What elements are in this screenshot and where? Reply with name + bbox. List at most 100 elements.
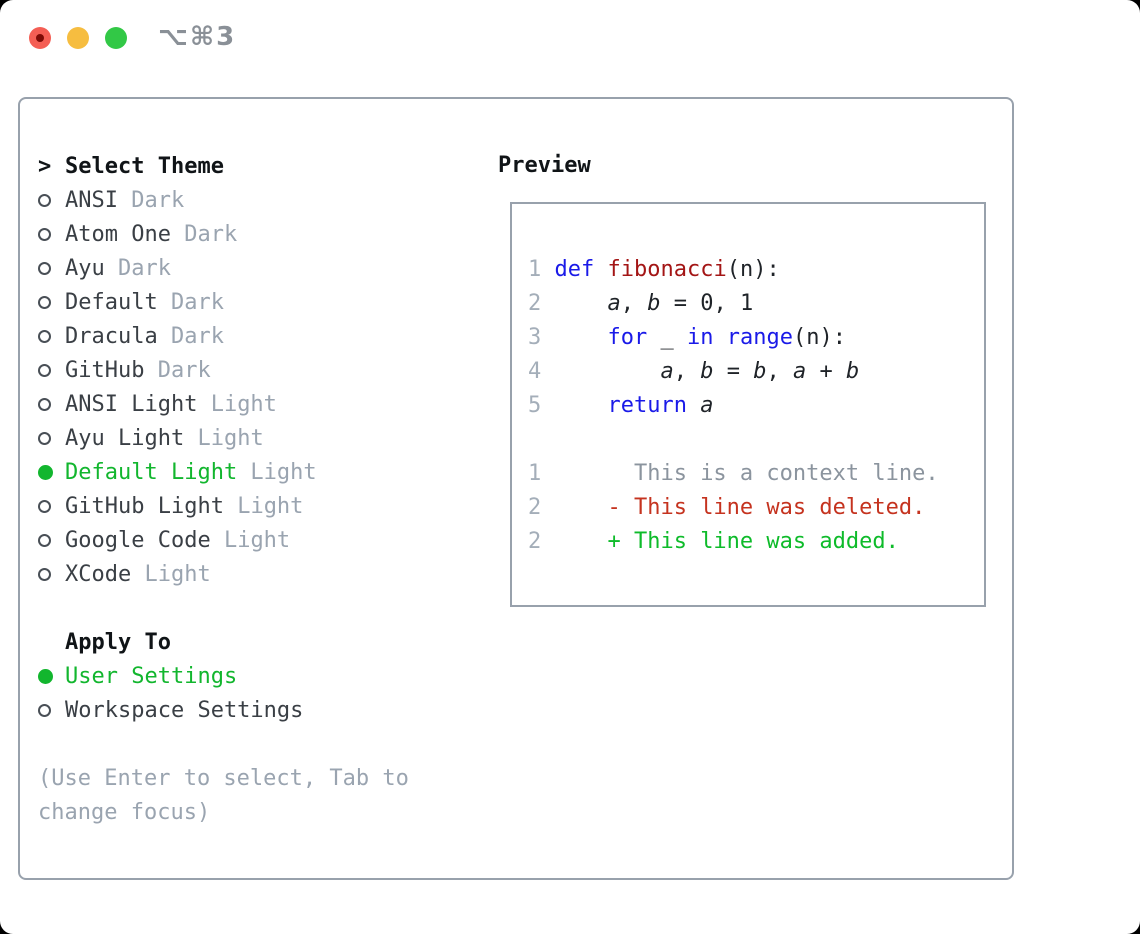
code-token (713, 325, 726, 350)
variant-label: Dark (157, 289, 224, 315)
code-token: (n): (792, 325, 846, 350)
code-token (594, 257, 607, 282)
radio-selected-icon (38, 464, 53, 480)
radio-icon (38, 703, 51, 717)
variant-label: Light (131, 561, 211, 587)
code-token: , (766, 359, 793, 384)
spacer (38, 727, 409, 761)
code-token: This is a context line. (541, 461, 939, 486)
code-token: = (713, 359, 754, 384)
variant-label: Light (210, 527, 291, 553)
variant-label: Dark (117, 187, 185, 213)
apply-option-user-settings[interactable]: User Settings (38, 659, 409, 693)
theme-option-ayu-light[interactable]: Ayu Light Light (38, 421, 409, 455)
variant-label: Light (197, 391, 277, 417)
code-token (541, 291, 607, 316)
code-token: a (607, 291, 621, 316)
theme-option-xcode[interactable]: XCode Light (38, 557, 409, 591)
code-token (541, 359, 660, 384)
radio-icon (38, 227, 51, 241)
radio-icon (38, 499, 51, 513)
code-token: a (700, 393, 714, 418)
close-button[interactable] (29, 27, 51, 49)
option-label: Atom One (65, 221, 171, 247)
radio-selected-icon (38, 668, 53, 684)
spacer (38, 591, 409, 625)
code-line: 1 def fibonacci(n): (528, 253, 984, 287)
code-token: b (647, 291, 661, 316)
theme-option-ansi[interactable]: ANSI Dark (38, 183, 409, 217)
code-token: b (753, 359, 767, 384)
variant-label: Dark (157, 323, 224, 349)
theme-option-google-code[interactable]: Google Code Light (38, 523, 409, 557)
radio-icon (38, 363, 51, 377)
theme-option-default-light[interactable]: Default Light Light (38, 455, 409, 489)
option-label: Default Light (65, 459, 238, 485)
line-number: 3 (528, 325, 542, 350)
radio-icon (38, 567, 51, 581)
code-token: in (686, 325, 714, 350)
apply-option-workspace-settings[interactable]: Workspace Settings (38, 693, 409, 727)
code-token: + (806, 359, 846, 384)
code-token: (n): (726, 257, 780, 282)
line-number: 2 (528, 495, 542, 520)
code-token: b (700, 359, 714, 384)
code-token: = 0, 1 (660, 291, 754, 316)
cursor-icon: > (38, 153, 52, 179)
theme-option-github[interactable]: GitHub Dark (38, 353, 409, 387)
code-token: fibonacci (607, 257, 727, 282)
code-token: + This line was added. (541, 529, 899, 554)
option-label: Default (65, 289, 158, 315)
code-line: 3 for _ in range(n): (528, 321, 984, 355)
code-token: a (792, 359, 807, 384)
radio-icon (38, 329, 51, 343)
line-number: 2 (528, 529, 542, 554)
theme-option-dracula[interactable]: Dracula Dark (38, 319, 409, 353)
code-token (541, 257, 554, 282)
variant-label: Dark (170, 221, 238, 247)
code-line: 2 - This line was deleted. (528, 491, 984, 525)
line-number: 4 (528, 359, 542, 384)
code-line (528, 423, 984, 457)
theme-option-github-light[interactable]: GitHub Light Light (38, 489, 409, 523)
code-line: 4 a, b = b, a + b (528, 355, 984, 389)
option-label: Workspace Settings (65, 697, 304, 723)
option-label: Dracula (65, 323, 158, 349)
theme-option-default[interactable]: Default Dark (38, 285, 409, 319)
variant-label: Light (184, 425, 264, 451)
radio-icon (38, 295, 51, 309)
variant-label: Dark (144, 357, 211, 383)
code-token: , (620, 291, 648, 316)
variant-label: Light (223, 493, 304, 519)
code-token: - This line was deleted. (541, 495, 926, 520)
hint-line-2: change focus) (38, 799, 211, 825)
theme-option-atom-one[interactable]: Atom One Dark (38, 217, 409, 251)
radio-icon (38, 193, 51, 207)
zoom-button[interactable] (105, 27, 127, 49)
radio-icon (38, 533, 51, 547)
apply-to-label: Apply To (65, 629, 171, 655)
minimize-button[interactable] (67, 27, 89, 49)
theme-option-ansi-light[interactable]: ANSI Light Light (38, 387, 409, 421)
option-label: GitHub Light (65, 493, 224, 519)
code-token: a (660, 359, 674, 384)
theme-option-ayu[interactable]: Ayu Dark (38, 251, 409, 285)
code-token (541, 325, 607, 350)
code-token: , (673, 359, 701, 384)
line-number: 1 (528, 461, 542, 486)
code-token: def (554, 257, 595, 282)
variant-label: Light (237, 459, 317, 485)
radio-icon (38, 261, 51, 275)
hint-line-1: (Use Enter to select, Tab to (38, 765, 409, 791)
option-label: ANSI Light (65, 391, 198, 417)
code-token: range (726, 325, 793, 350)
line-number: 1 (528, 257, 542, 282)
code-token: return (607, 393, 687, 418)
code-line: 2 + This line was added. (528, 525, 984, 559)
option-label: GitHub (65, 357, 145, 383)
